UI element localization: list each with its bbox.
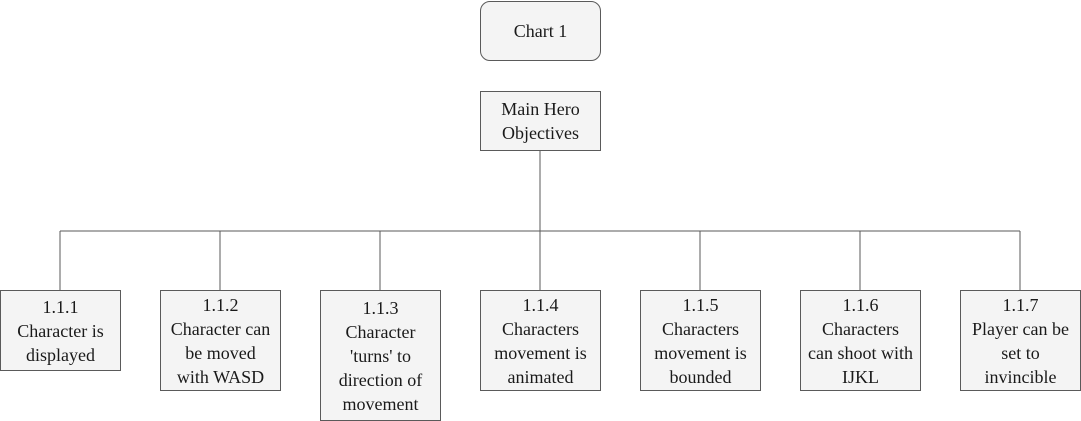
- chart-title-node: Chart 1: [480, 1, 601, 61]
- child-node-6: 1.1.6 Characters can shoot with IJKL: [800, 290, 921, 391]
- child-node-label: 1.1.2 Character can be moved with WASD: [170, 294, 271, 387]
- child-node-label: 1.1.1 Character is displayed: [17, 296, 104, 365]
- child-node-label: 1.1.4 Characters movement is animated: [494, 294, 587, 387]
- child-node-label: 1.1.6 Characters can shoot with IJKL: [808, 294, 913, 387]
- child-node-1: 1.1.1 Character is displayed: [0, 290, 121, 371]
- child-node-label: 1.1.5 Characters movement is bounded: [654, 294, 747, 387]
- child-node-4: 1.1.4 Characters movement is animated: [480, 290, 601, 391]
- child-node-7: 1.1.7 Player can be set to invincible: [960, 290, 1081, 391]
- child-node-label: 1.1.7 Player can be set to invincible: [972, 294, 1069, 387]
- root-node: Main Hero Objectives: [480, 91, 601, 151]
- child-node-2: 1.1.2 Character can be moved with WASD: [160, 290, 281, 391]
- child-node-3: 1.1.3 Character 'turns' to direction of …: [320, 290, 441, 421]
- child-node-5: 1.1.5 Characters movement is bounded: [640, 290, 761, 391]
- child-node-label: 1.1.3 Character 'turns' to direction of …: [338, 297, 423, 414]
- root-node-label: Main Hero Objectives: [501, 99, 580, 143]
- chart-title-label: Chart 1: [513, 21, 568, 41]
